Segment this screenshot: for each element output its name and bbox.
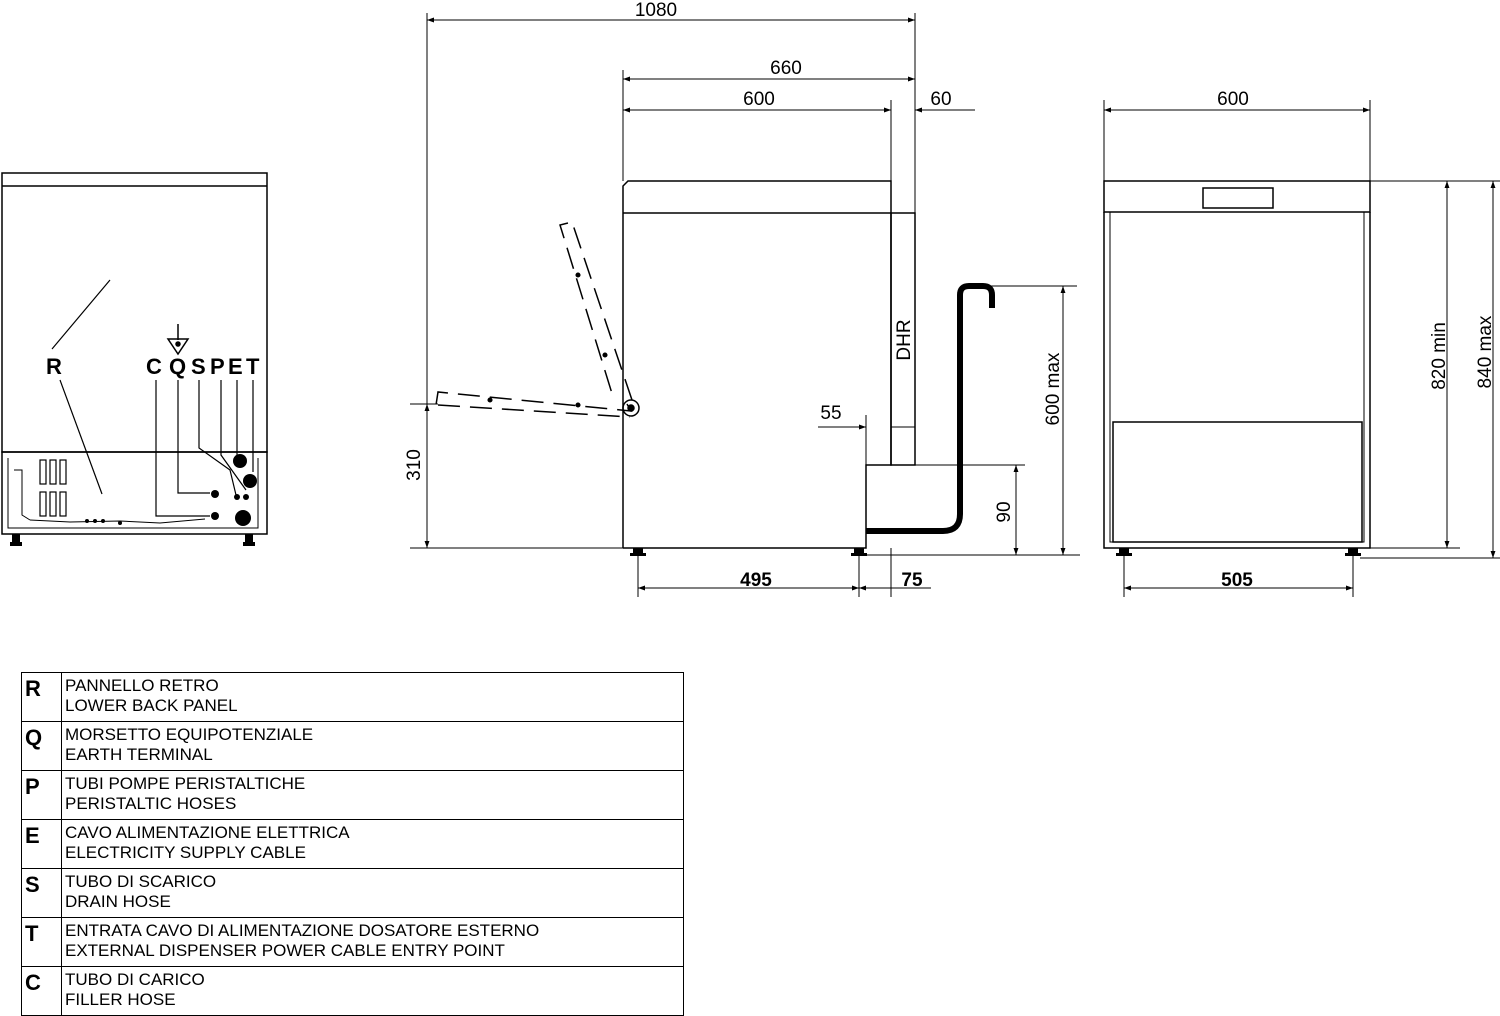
door-swing-outline bbox=[435, 221, 640, 418]
dim-drain-offset: 55 bbox=[820, 403, 841, 424]
vent-slots bbox=[39, 459, 67, 517]
dim-rear-offset: 75 bbox=[901, 570, 923, 591]
label-p: P bbox=[210, 354, 225, 379]
side-view-dimensions bbox=[410, 13, 1080, 597]
back-view-labels: R C Q S P E T bbox=[46, 354, 260, 379]
front-view-hood bbox=[1103, 180, 1371, 213]
dim-wall-gap: 60 bbox=[930, 89, 951, 110]
dim-feet-width: 505 bbox=[1221, 570, 1253, 591]
legend-code: P bbox=[21, 770, 62, 820]
dim-width: 600 bbox=[1217, 89, 1249, 110]
control-panel bbox=[1202, 187, 1274, 209]
front-view-dimension-labels: 600 505 820 min 840 max bbox=[1217, 89, 1496, 591]
lower-back-panel bbox=[1, 451, 268, 535]
legend-italian: TUBI POMPE PERISTALTICHE bbox=[65, 774, 306, 793]
legend-english: EXTERNAL DISPENSER POWER CABLE ENTRY POI… bbox=[65, 941, 505, 960]
legend-description: ENTRATA CAVO DI ALIMENTAZIONE DOSATORE E… bbox=[61, 917, 684, 967]
legend-english: DRAIN HOSE bbox=[65, 892, 171, 911]
dim-depth-with-gap: 660 bbox=[770, 58, 802, 79]
back-view-cabinet bbox=[1, 172, 268, 453]
side-view-hood bbox=[622, 180, 892, 548]
legend-italian: ENTRATA CAVO DI ALIMENTAZIONE DOSATORE E… bbox=[65, 921, 540, 940]
side-view-feet bbox=[630, 548, 867, 556]
dim-feet-depth: 495 bbox=[740, 570, 772, 591]
dim-height-max: 840 max bbox=[1475, 315, 1496, 388]
legend-code: T bbox=[21, 917, 62, 967]
legend-english: FILLER HOSE bbox=[65, 990, 176, 1009]
legend-code: Q bbox=[21, 721, 62, 771]
legend-italian: CAVO ALIMENTAZIONE ELETTRICA bbox=[65, 823, 350, 842]
legend-italian: MORSETTO EQUIPOTENZIALE bbox=[65, 725, 314, 744]
side-view-cabinet bbox=[623, 213, 892, 549]
connection-ports bbox=[211, 454, 257, 526]
legend-english: PERISTALTIC HOSES bbox=[65, 794, 237, 813]
label-c: C bbox=[146, 354, 162, 379]
legend-italian: PANNELLO RETRO bbox=[65, 676, 219, 695]
dim-drain-height-max: 600 max bbox=[1043, 352, 1064, 425]
front-view-cabinet bbox=[1103, 212, 1371, 549]
front-view-dimensions bbox=[1103, 100, 1500, 597]
legend-italian: TUBO DI SCARICO bbox=[65, 872, 217, 891]
front-view-feet bbox=[1116, 548, 1361, 556]
label-s: S bbox=[191, 354, 206, 379]
label-r: R bbox=[46, 354, 62, 379]
dim-depth: 600 bbox=[743, 89, 775, 110]
earth-symbol-icon bbox=[166, 324, 190, 356]
side-view-dimension-labels: 1080 660 600 60 55 495 75 310 90 600 max… bbox=[404, 0, 1064, 591]
back-view-feet bbox=[10, 534, 255, 546]
legend-code: C bbox=[21, 966, 62, 1016]
side-view bbox=[435, 180, 995, 556]
dim-door-height: 310 bbox=[404, 449, 425, 481]
legend-english: LOWER BACK PANEL bbox=[65, 696, 238, 715]
legend-italian: TUBO DI CARICO bbox=[65, 970, 205, 989]
legend-english: ELECTRICITY SUPPLY CABLE bbox=[65, 843, 306, 862]
legend-code: R bbox=[21, 672, 62, 722]
legend-english: EARTH TERMINAL bbox=[65, 745, 213, 764]
front-view bbox=[1103, 180, 1371, 556]
legend-code: S bbox=[21, 868, 62, 918]
drain-hose-label: DHR bbox=[894, 319, 915, 360]
label-t: T bbox=[246, 354, 260, 379]
dim-total-depth: 1080 bbox=[635, 0, 677, 21]
front-view-door-panel bbox=[1112, 421, 1363, 543]
label-q: Q bbox=[169, 354, 186, 379]
dim-height-min: 820 min bbox=[1429, 322, 1450, 390]
drain-hose bbox=[866, 283, 995, 534]
back-view bbox=[1, 172, 268, 546]
legend-code: E bbox=[21, 819, 62, 869]
dim-drain-base-height: 90 bbox=[994, 501, 1015, 522]
legend-row: T ENTRATA CAVO DI ALIMENTAZIONE DOSATORE… bbox=[21, 917, 684, 967]
label-e: E bbox=[228, 354, 243, 379]
